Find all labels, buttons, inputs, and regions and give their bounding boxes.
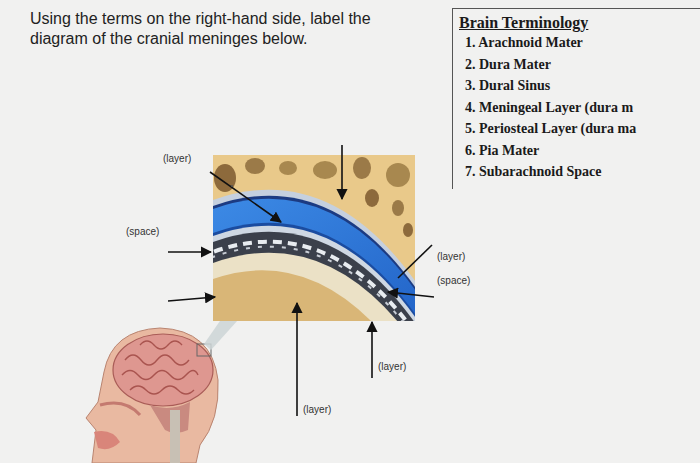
term-item: 2. Dura Mater	[459, 54, 700, 76]
dot	[231, 185, 233, 187]
term-item: 3. Dural Sinus	[459, 75, 700, 97]
term-item: 7. Subarachnoid Space	[459, 161, 700, 183]
terminology-box: Brain Terminology1. Arachnoid Mater2. Du…	[452, 8, 700, 189]
blank-label: (layer)	[163, 153, 191, 165]
leader-lines	[168, 145, 434, 416]
term-item: 5. Periosteal Layer (dura ma	[459, 118, 700, 140]
blank-label: (space)	[437, 275, 470, 287]
term-item: 4. Meningeal Layer (dura m	[459, 97, 700, 119]
blank-label: (space)	[126, 226, 159, 238]
blank-label: (layer)	[437, 251, 465, 263]
box-heading: Brain Terminology	[459, 13, 700, 32]
blank-label: (layer)	[303, 404, 331, 416]
blank-label: (layer)	[378, 361, 406, 373]
instruction-title: Using the terms on the right-hand side, …	[30, 9, 402, 49]
brain-inset	[86, 328, 218, 463]
term-item: 1. Arachnoid Mater	[459, 32, 700, 54]
meninges-section	[213, 155, 415, 321]
term-item: 6. Pia Mater	[459, 140, 700, 162]
